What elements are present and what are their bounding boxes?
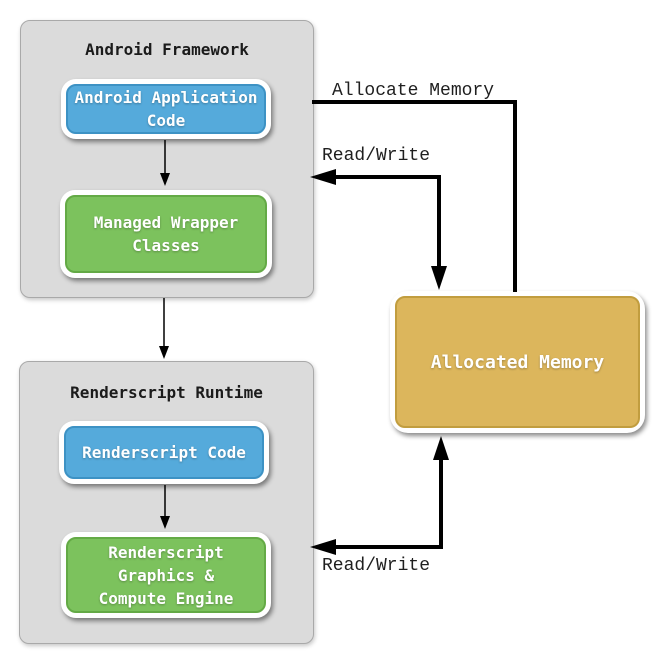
label-line: Compute Engine bbox=[98, 588, 234, 608]
renderscript-engine-label: Renderscript Graphics & Compute Engine bbox=[66, 537, 266, 613]
renderscript-code-label: Renderscript Code bbox=[64, 426, 264, 479]
android-application-code-node: Android Application Code bbox=[61, 79, 271, 139]
arrow-read-write-top bbox=[310, 169, 447, 290]
android-application-code-label: Android Application Code bbox=[66, 84, 266, 134]
label-line: Renderscript bbox=[108, 542, 224, 562]
label-line: Graphics & bbox=[117, 565, 215, 585]
managed-wrapper-classes-label: Managed Wrapper Classes bbox=[65, 195, 267, 273]
read-write-bottom-edge-label: Read/Write bbox=[322, 556, 431, 576]
label-line: Android Application bbox=[74, 88, 258, 107]
label-line: Classes bbox=[132, 236, 200, 255]
label-line: Code bbox=[146, 111, 186, 130]
label-line: Allocated Memory bbox=[430, 351, 605, 373]
renderscript-runtime-title: Renderscript Runtime bbox=[70, 383, 263, 402]
renderscript-engine-node: Renderscript Graphics & Compute Engine bbox=[61, 532, 271, 618]
managed-wrapper-classes-node: Managed Wrapper Classes bbox=[60, 190, 272, 278]
allocated-memory-label: Allocated Memory bbox=[395, 296, 640, 428]
arrow-read-write-bottom bbox=[310, 436, 449, 555]
android-framework-panel: Android Framework Android Application Co… bbox=[20, 20, 314, 298]
renderscript-runtime-panel: Renderscript Runtime Renderscript Code R… bbox=[19, 361, 314, 644]
renderscript-code-node: Renderscript Code bbox=[59, 421, 269, 484]
arrow-framework-to-runtime bbox=[159, 298, 169, 359]
arrow-allocate-memory bbox=[312, 100, 517, 292]
label-line: Managed Wrapper bbox=[93, 213, 239, 232]
allocated-memory-node: Allocated Memory bbox=[390, 291, 645, 433]
read-write-top-edge-label: Read/Write bbox=[322, 146, 431, 166]
android-framework-title: Android Framework bbox=[85, 40, 249, 59]
label-line: Renderscript Code bbox=[82, 443, 246, 462]
allocate-memory-edge-label: Allocate Memory bbox=[332, 81, 495, 101]
